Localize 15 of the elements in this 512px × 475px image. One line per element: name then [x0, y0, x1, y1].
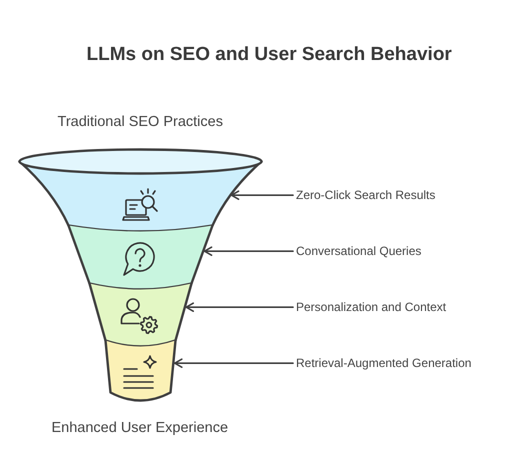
- funnel-section: [18, 148, 262, 232]
- arrow: [185, 302, 294, 312]
- title: LLMs on SEO and User Search Behavior: [86, 44, 452, 66]
- funnel-section: [66, 224, 214, 290]
- funnel-section: [88, 282, 192, 348]
- arrow: [204, 246, 294, 256]
- annotation-text: Retrieval-Augmented Generation: [296, 356, 472, 370]
- caption-text: Traditional SEO Practices: [58, 114, 223, 131]
- arrow: [230, 190, 294, 200]
- annotation-text: Conversational Queries: [296, 244, 422, 258]
- annotation-text: Personalization and Context: [296, 300, 446, 314]
- funnel-section: [104, 338, 176, 402]
- arrow: [174, 358, 294, 368]
- annotation-text: Zero-Click Search Results: [296, 188, 436, 202]
- caption-text: Enhanced User Experience: [52, 420, 228, 437]
